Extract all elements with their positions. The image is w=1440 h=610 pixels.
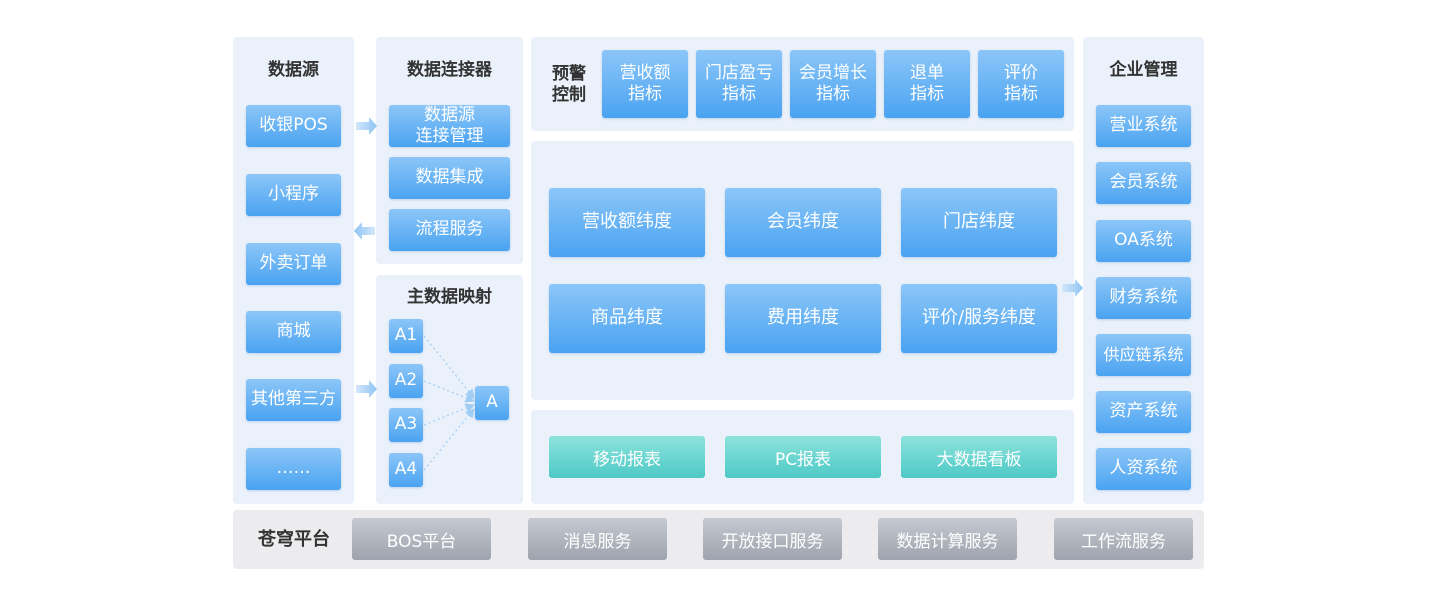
connector-item[interactable]: 数据集成: [389, 157, 510, 199]
report-item[interactable]: 移动报表: [549, 436, 705, 478]
mapping-source-box[interactable]: A3: [389, 408, 423, 442]
warning-item[interactable]: 会员增长 指标: [790, 50, 876, 118]
platform-item[interactable]: 开放接口服务: [703, 518, 842, 560]
warning-item[interactable]: 评价 指标: [978, 50, 1064, 118]
platform-title: 苍穹平台: [258, 529, 330, 550]
platform-item[interactable]: BOS平台: [352, 518, 491, 560]
arrow-right-icon: [356, 380, 377, 398]
dimension-item[interactable]: 费用纬度: [725, 284, 881, 353]
arrow-left-icon: [354, 222, 375, 240]
enterprise-item[interactable]: 人资系统: [1096, 448, 1191, 490]
data-source-item-more[interactable]: ……: [246, 448, 341, 490]
platform-item[interactable]: 消息服务: [528, 518, 667, 560]
dimension-item[interactable]: 商品纬度: [549, 284, 705, 353]
warning-item[interactable]: 退单 指标: [884, 50, 970, 118]
dimension-item[interactable]: 会员纬度: [725, 188, 881, 257]
data-source-item[interactable]: 其他第三方: [246, 379, 341, 421]
mapping-source-box[interactable]: A4: [389, 453, 423, 487]
data-source-item[interactable]: 收银POS: [246, 105, 341, 147]
enterprise-item[interactable]: 会员系统: [1096, 162, 1191, 204]
warning-item[interactable]: 门店盈亏 指标: [696, 50, 782, 118]
warning-title: 预警 控制: [552, 64, 586, 106]
enterprise-item[interactable]: 营业系统: [1096, 105, 1191, 147]
data-source-item[interactable]: 外卖订单: [246, 243, 341, 285]
data-source-item[interactable]: 商城: [246, 311, 341, 353]
enterprise-item[interactable]: 资产系统: [1096, 391, 1191, 433]
dimension-item[interactable]: 营收额纬度: [549, 188, 705, 257]
dimension-item[interactable]: 门店纬度: [901, 188, 1057, 257]
platform-item[interactable]: 数据计算服务: [878, 518, 1017, 560]
dimension-item[interactable]: 评价/服务纬度: [901, 284, 1057, 353]
enterprise-item[interactable]: 财务系统: [1096, 277, 1191, 319]
arrow-right-icon: [356, 117, 377, 135]
enterprise-item[interactable]: OA系统: [1096, 220, 1191, 262]
connector-item[interactable]: 流程服务: [389, 209, 510, 251]
dimensions-panel: [531, 141, 1074, 400]
warning-item[interactable]: 营收额 指标: [602, 50, 688, 118]
mapping-source-box[interactable]: A1: [389, 319, 423, 353]
mapping-title: 主数据映射: [407, 287, 492, 307]
report-item[interactable]: PC报表: [725, 436, 881, 478]
mapping-source-box[interactable]: A2: [389, 364, 423, 398]
platform-item[interactable]: 工作流服务: [1054, 518, 1193, 560]
enterprise-title: 企业管理: [1109, 60, 1178, 80]
data-source-item[interactable]: 小程序: [246, 174, 341, 216]
report-item[interactable]: 大数据看板: [901, 436, 1057, 478]
enterprise-item[interactable]: 供应链系统: [1096, 334, 1191, 376]
mapping-target-box[interactable]: A: [475, 386, 509, 420]
connector-item[interactable]: 数据源 连接管理: [389, 105, 510, 147]
connector-title: 数据连接器: [407, 60, 492, 80]
data-source-title: 数据源: [268, 60, 319, 80]
